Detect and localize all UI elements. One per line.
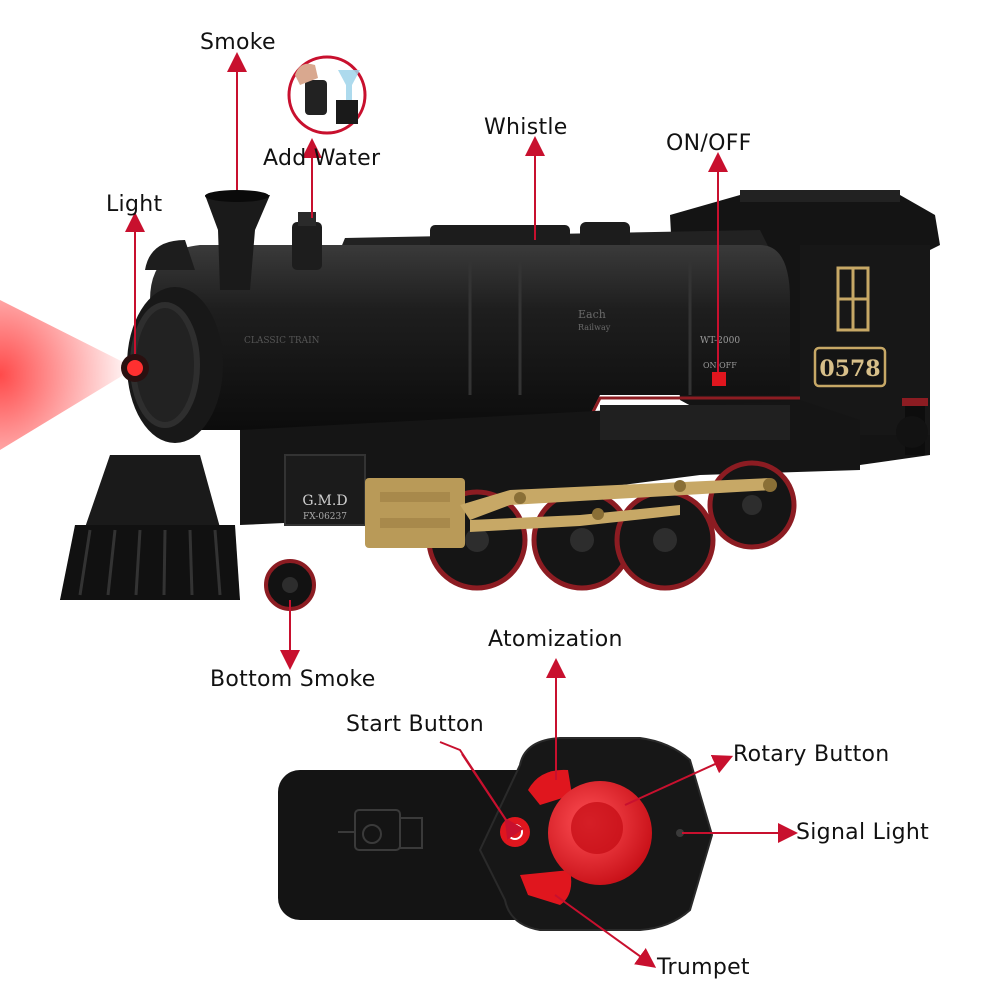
- label-bottom-smoke: Bottom Smoke: [210, 667, 376, 692]
- switch-model: WT-2000: [700, 336, 740, 346]
- label-start-button: Start Button: [346, 712, 485, 737]
- buffer-brand: G.M.D: [302, 493, 347, 509]
- train-logo-icon: [338, 809, 423, 851]
- locomotive-body: CLASSIC TRAIN Each Railway WT-2000 ON OF…: [121, 190, 860, 525]
- buffer-code: FX-06237: [303, 512, 347, 522]
- label-light: Light: [106, 192, 163, 217]
- number-plate: 0578: [819, 356, 880, 382]
- valve-gear: [365, 478, 777, 548]
- power-switch[interactable]: [712, 372, 726, 386]
- label-add-water: Add Water: [263, 146, 381, 171]
- signal-light: [676, 829, 684, 837]
- label-atomization: Atomization: [488, 627, 623, 652]
- label-on-off: ON/OFF: [666, 131, 752, 156]
- remote-control: [278, 737, 714, 931]
- boiler-text: CLASSIC TRAIN: [244, 336, 320, 346]
- panel-brand: Each: [578, 308, 606, 321]
- arrow-rotary-button: [624, 755, 734, 806]
- panel-brand-sub: Railway: [578, 323, 611, 332]
- switch-label: ON OFF: [703, 361, 737, 370]
- cowcatcher: [60, 455, 240, 600]
- buffer-box: G.M.D FX-06237: [284, 454, 366, 526]
- label-whistle: Whistle: [484, 115, 568, 140]
- arrow-trumpet: [554, 894, 657, 968]
- add-water-inset: [287, 55, 367, 135]
- callout-arrows: [125, 52, 798, 968]
- label-signal-light: Signal Light: [796, 820, 930, 845]
- start-button[interactable]: [500, 817, 530, 847]
- atomization-button[interactable]: [528, 769, 572, 805]
- headlight-beam: [0, 300, 135, 450]
- label-trumpet: Trumpet: [657, 955, 750, 980]
- label-rotary-button: Rotary Button: [733, 742, 890, 767]
- label-smoke: Smoke: [200, 30, 276, 55]
